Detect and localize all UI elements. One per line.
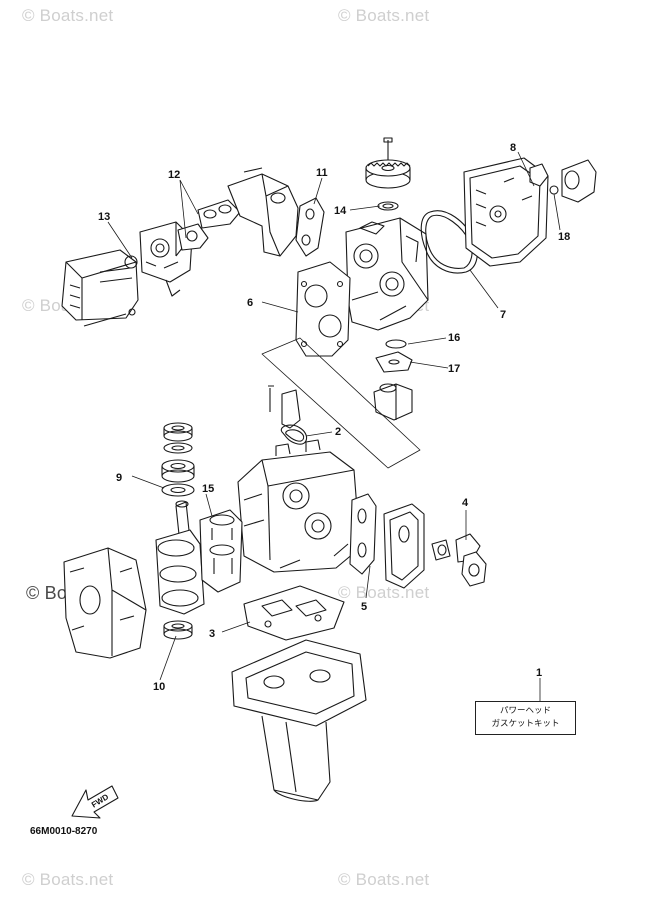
cylinder-head <box>345 217 429 331</box>
water-pump <box>373 339 413 421</box>
thermostat-cover <box>529 159 597 203</box>
callout-12: 12 <box>168 169 180 181</box>
intake-silencer <box>61 249 139 327</box>
gasket-3 <box>243 585 345 641</box>
callout-16: 16 <box>448 332 460 344</box>
gasket-kit-label: パワーヘッド ガスケットキット <box>475 701 576 735</box>
kit-label-line1: パワーヘッド <box>499 706 551 716</box>
callout-2: 2 <box>335 426 341 438</box>
callout-18: 18 <box>558 231 570 243</box>
callout-17: 17 <box>448 363 460 375</box>
callout-1: 1 <box>536 667 542 679</box>
flywheel-pulley <box>365 137 411 211</box>
fwd-arrow-icon: FWD <box>71 785 119 819</box>
callout-7: 7 <box>500 309 506 321</box>
thermostat <box>431 533 487 587</box>
crankcase <box>63 547 147 659</box>
callout-11: 11 <box>316 167 328 179</box>
cylinder-head-cover <box>463 157 549 267</box>
exhaust-cover <box>383 503 425 589</box>
callout-14: 14 <box>334 205 347 217</box>
watermark: © Boats.net <box>22 870 114 889</box>
gasket-5 <box>349 493 377 575</box>
intake-gasket <box>177 199 241 251</box>
watermark: © Boats.net <box>338 870 430 889</box>
callout-13: 13 <box>98 211 110 223</box>
kit-label-line2: ガスケットキット <box>491 719 560 729</box>
callout-10: 10 <box>153 681 165 693</box>
callout-8: 8 <box>510 142 516 154</box>
callout-3: 3 <box>209 628 215 640</box>
watermark: © Boats.net <box>22 6 114 25</box>
callout-4: 4 <box>462 497 469 509</box>
diagram-code: 66M0010-8270 <box>30 826 98 837</box>
oil-pipe <box>268 385 308 445</box>
gasket-11 <box>295 197 325 257</box>
watermark: © Boats.net <box>338 6 430 25</box>
crankshaft <box>155 500 243 615</box>
watermark: © Boats.net <box>338 583 430 602</box>
cylinder-block <box>237 439 361 573</box>
callout-15: 15 <box>202 483 214 495</box>
gasket-6 <box>295 261 351 357</box>
callout-5: 5 <box>361 601 367 613</box>
callout-6: 6 <box>247 297 253 309</box>
intake-manifold <box>227 167 299 257</box>
crank-bearings <box>161 422 195 497</box>
oil-seal-lower <box>163 620 193 640</box>
upper-casing <box>231 639 367 802</box>
callout-9: 9 <box>116 472 122 484</box>
gasket-7 <box>420 210 478 274</box>
